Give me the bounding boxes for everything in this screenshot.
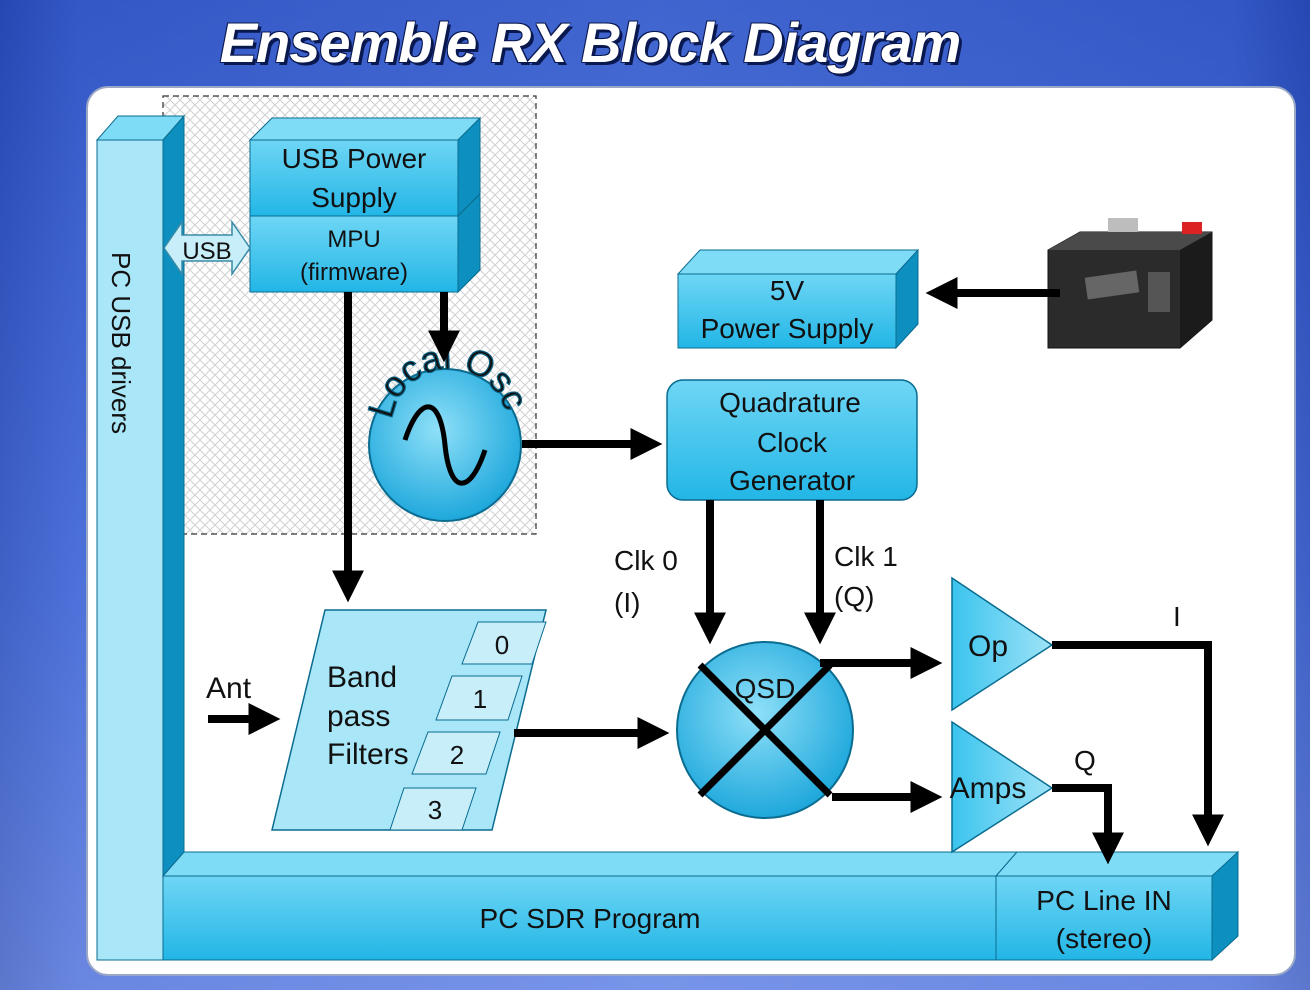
usb-label: USB — [182, 238, 231, 265]
op-amp-block: Op — [951, 576, 1054, 712]
svg-text:0: 0 — [495, 630, 509, 660]
power-supply-label-1: 5V — [770, 275, 805, 306]
pc-line-in-label-1: PC Line IN — [1036, 885, 1171, 916]
amps-label: Amps — [950, 772, 1027, 805]
mpu-label-1: MPU — [327, 226, 380, 253]
svg-text:1: 1 — [473, 684, 487, 714]
clk0-label-2: (I) — [614, 587, 640, 618]
qcg-label-2: Clock — [757, 427, 828, 458]
filter-tab-2: 2 — [411, 731, 501, 775]
arrow-q-to-line-in — [1052, 784, 1124, 865]
pc-usb-drivers-block: PC USB drivers — [95, 114, 186, 961]
sine-wave-icon — [402, 404, 488, 486]
usb-power-supply-label-2: Supply — [311, 182, 397, 213]
filter-tab-1: 1 — [435, 675, 523, 721]
usb-power-supply-block: USB Power Supply — [248, 116, 482, 218]
bpf-label-3: Filters — [327, 738, 409, 771]
local-osc-block: Local Osc — [359, 335, 537, 522]
svg-text:2: 2 — [450, 740, 464, 770]
power-supply-label-2: Power Supply — [701, 313, 874, 344]
power-supply-5v-block: 5V Power Supply — [676, 248, 920, 350]
pc-sdr-program-label: PC SDR Program — [480, 903, 701, 934]
op-label: Op — [968, 630, 1008, 663]
i-output-label: I — [1173, 601, 1181, 632]
band-pass-filters-block: Band pass Filters 0 1 2 3 — [271, 609, 547, 831]
battery-image — [1047, 218, 1213, 349]
clk0-label-1: Clk 0 — [614, 545, 678, 576]
filter-tab-0: 0 — [461, 621, 547, 665]
usb-double-arrow: USB — [163, 219, 251, 277]
qsd-label: QSD — [735, 673, 796, 704]
qsd-block: QSD — [676, 641, 854, 819]
bpf-label-2: pass — [327, 700, 390, 733]
pc-line-in-block: PC Line IN (stereo) — [994, 850, 1240, 962]
usb-power-supply-label-1: USB Power — [282, 143, 427, 174]
mpu-label-2: (firmware) — [300, 259, 408, 286]
q-output-label: Q — [1074, 745, 1096, 776]
qcg-label-1: Quadrature — [719, 387, 861, 418]
bpf-label-1: Band — [327, 661, 397, 694]
pc-line-in-label-2: (stereo) — [1056, 923, 1152, 954]
qcg-label-3: Generator — [729, 465, 855, 496]
clk1-label-2: (Q) — [834, 581, 874, 612]
clk1-label-1: Clk 1 — [834, 541, 898, 572]
filter-tab-3: 3 — [389, 787, 477, 831]
ant-label: Ant — [206, 672, 252, 705]
arrow-i-to-line-in — [1052, 641, 1224, 847]
mpu-block: MPU (firmware) — [249, 192, 481, 294]
pc-sdr-program-block: PC SDR Program — [161, 851, 1019, 961]
quadrature-clock-generator-block: Quadrature Clock Generator — [666, 379, 918, 501]
pc-usb-drivers-label: PC USB drivers — [106, 252, 136, 434]
signal-arrows — [208, 277, 1224, 865]
svg-text:3: 3 — [428, 795, 442, 825]
page-title: Ensemble RX Block Diagram — [219, 11, 962, 74]
amps-block: Amps — [950, 720, 1054, 854]
